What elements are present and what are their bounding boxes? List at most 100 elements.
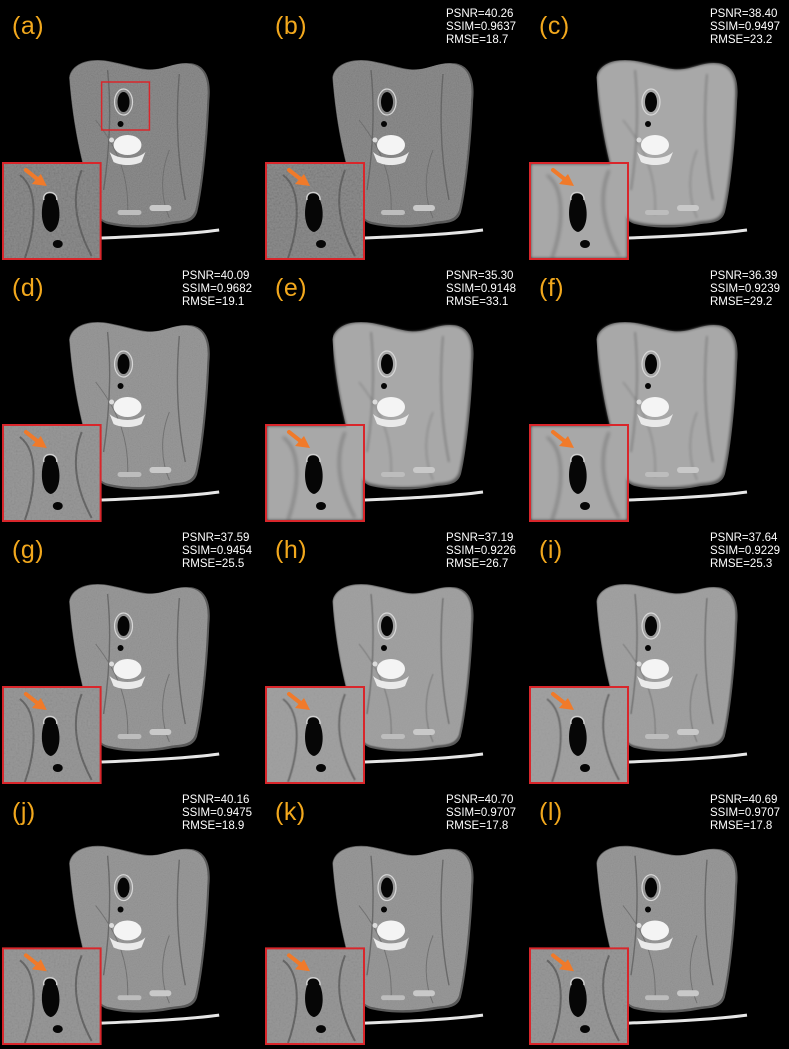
- ct-scan-image: [1, 845, 220, 1046]
- ssim-value: SSIM=0.9229: [709, 545, 780, 557]
- zoom-inset-border: [529, 162, 629, 260]
- psnr-value: PSNR=37.59: [181, 532, 250, 544]
- ct-scan-image: [1, 59, 220, 260]
- arrow-icon: [551, 692, 574, 710]
- panel-label: (h): [275, 536, 308, 564]
- zoom-inset-border: [1, 947, 102, 1046]
- ssim-value: SSIM=0.9475: [181, 807, 252, 819]
- zoom-inset-border: [265, 947, 365, 1046]
- arrow-icon: [287, 430, 310, 448]
- psnr-value: PSNR=40.70: [445, 794, 514, 806]
- panel-label: (g): [12, 536, 45, 564]
- ssim-value: SSIM=0.9497: [709, 21, 780, 33]
- panel-label: (a): [12, 12, 45, 40]
- psnr-value: PSNR=40.26: [445, 8, 514, 20]
- panel-label: (l): [539, 798, 563, 826]
- rmse-value: RMSE=23.2: [709, 34, 773, 46]
- ssim-value: SSIM=0.9454: [181, 545, 252, 557]
- arrow-icon: [287, 692, 310, 710]
- zoom-inset: [266, 425, 364, 521]
- zoom-inset-border: [529, 686, 629, 784]
- arrow-icon: [23, 430, 47, 448]
- rmse-value: RMSE=18.7: [445, 34, 509, 46]
- rmse-value: RMSE=25.5: [181, 558, 245, 570]
- panel-label: (c): [539, 12, 570, 40]
- rmse-value: RMSE=33.1: [445, 296, 509, 308]
- zoom-inset-border: [1, 424, 102, 522]
- psnr-value: PSNR=40.09: [181, 270, 250, 282]
- zoom-inset: [530, 948, 628, 1045]
- arrow-icon: [287, 168, 310, 186]
- ct-scan-image: [1, 321, 220, 522]
- zoom-inset-border: [1, 686, 102, 784]
- rmse-value: RMSE=17.8: [709, 820, 773, 832]
- panel-label: (f): [539, 274, 565, 302]
- psnr-value: PSNR=40.69: [709, 794, 778, 806]
- rmse-value: RMSE=25.3: [709, 558, 773, 570]
- psnr-value: PSNR=35.30: [445, 270, 514, 282]
- zoom-inset: [2, 163, 101, 259]
- zoom-inset: [2, 425, 101, 521]
- zoom-inset: [266, 163, 364, 259]
- ssim-value: SSIM=0.9148: [445, 283, 516, 295]
- psnr-value: PSNR=36.39: [709, 270, 778, 282]
- ssim-value: SSIM=0.9682: [181, 283, 252, 295]
- arrow-icon: [551, 168, 574, 186]
- ct-scan-image: [265, 59, 484, 260]
- zoom-inset: [530, 163, 628, 259]
- arrow-icon: [287, 953, 310, 972]
- zoom-inset: [266, 948, 364, 1045]
- zoom-inset-border: [529, 424, 629, 522]
- panel-label: (e): [275, 274, 308, 302]
- rmse-value: RMSE=26.7: [445, 558, 509, 570]
- ct-scan-image: [529, 583, 748, 784]
- panel-label: (j): [12, 798, 36, 826]
- ssim-value: SSIM=0.9707: [445, 807, 516, 819]
- rmse-value: RMSE=29.2: [709, 296, 773, 308]
- zoom-inset-border: [265, 686, 365, 784]
- arrow-icon: [551, 953, 574, 972]
- zoom-inset: [530, 425, 628, 521]
- psnr-value: PSNR=37.19: [445, 532, 514, 544]
- ct-scan-image: [265, 583, 484, 784]
- ct-scan-image: [265, 845, 484, 1046]
- ct-panel: (a): [0, 0, 261, 262]
- roi-box: [100, 81, 151, 131]
- ct-scan-image: [1, 583, 220, 784]
- arrow-icon: [551, 430, 574, 448]
- ct-scan-image: [265, 321, 484, 522]
- ct-scan-image: [529, 845, 748, 1046]
- arrow-icon: [23, 692, 47, 710]
- arrow-icon: [23, 168, 47, 186]
- ssim-value: SSIM=0.9226: [445, 545, 516, 557]
- rmse-value: RMSE=18.9: [181, 820, 245, 832]
- panel-label: (i): [539, 536, 563, 564]
- ssim-value: SSIM=0.9239: [709, 283, 780, 295]
- panel-label: (d): [12, 274, 45, 302]
- psnr-value: PSNR=40.16: [181, 794, 250, 806]
- rmse-value: RMSE=19.1: [181, 296, 245, 308]
- zoom-inset-border: [529, 947, 629, 1046]
- ct-scan-image: [529, 321, 748, 522]
